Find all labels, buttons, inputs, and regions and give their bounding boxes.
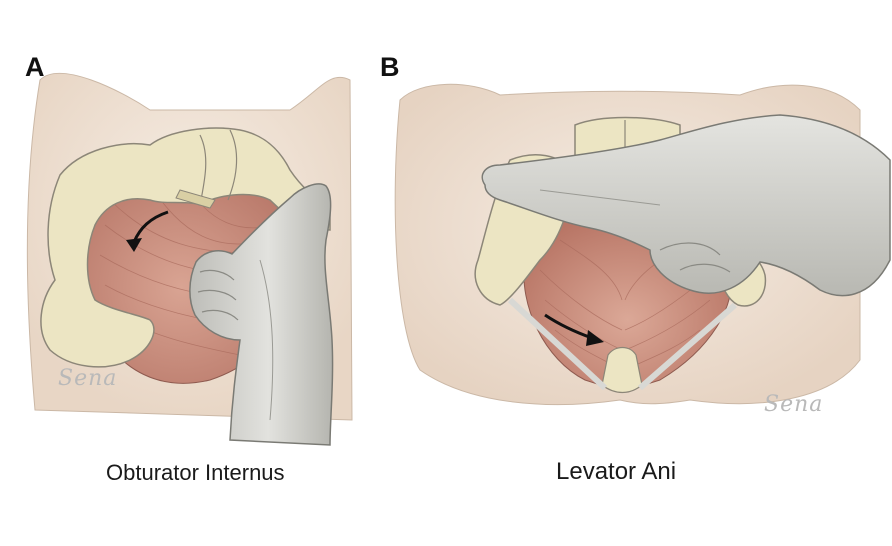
caption-obturator-internus: Obturator Internus — [106, 460, 285, 485]
caption-levator-ani: Levator Ani — [556, 458, 677, 485]
obturator-internus-illustration — [26, 72, 353, 446]
levator-ani-illustration — [394, 83, 891, 406]
artist-signature: Sena — [58, 366, 118, 391]
panel-b: B Sena Levator Ani — [360, 0, 892, 546]
direction-arrow — [132, 210, 169, 243]
panel-label-b: B — [380, 52, 400, 82]
panel-a: A Sena Obturator Internus — [0, 0, 360, 546]
gloved-hand — [189, 183, 334, 446]
coccyx — [601, 346, 643, 394]
pelvic-bone — [40, 127, 331, 368]
gloved-hand — [481, 114, 891, 297]
panel-label-a: A — [25, 52, 45, 82]
artist-signature: Sena — [764, 392, 824, 417]
